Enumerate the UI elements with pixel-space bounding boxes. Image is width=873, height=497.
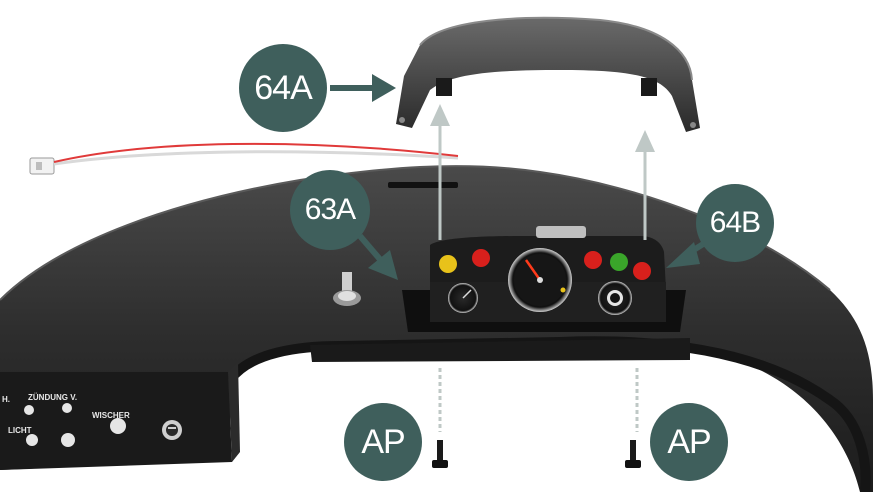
- lamp-red: [472, 249, 490, 267]
- callout-ap-left: AP: [344, 403, 422, 481]
- lamp-yellow: [439, 255, 457, 273]
- instrument-cluster: [430, 226, 666, 322]
- label-licht: LICHT: [8, 426, 32, 435]
- connector-wire: [29, 142, 459, 175]
- callout-64b: 64B: [696, 184, 774, 262]
- callout-arrows: [330, 74, 718, 280]
- lamp-green: [610, 253, 628, 271]
- callout-64a: 64A: [239, 44, 327, 132]
- screw-right: [625, 440, 641, 468]
- callout-63a: 63A: [290, 170, 370, 250]
- callout-ap-right: AP: [650, 403, 728, 481]
- label-wischer: WISCHER: [92, 411, 130, 420]
- cover-part-64a: [396, 16, 700, 132]
- lamp-red: [584, 251, 602, 269]
- label-h: H.: [2, 395, 10, 404]
- screw-left: [432, 440, 448, 468]
- label-zundung: ZÜNDUNG V.: [28, 393, 78, 402]
- guide-lines: [430, 104, 655, 432]
- switch-holes: [24, 403, 182, 447]
- lamp-red: [633, 262, 651, 280]
